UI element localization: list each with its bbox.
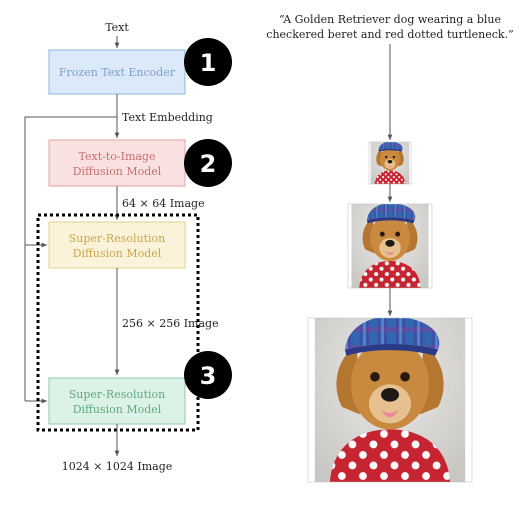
dog-image-1024 [307,317,473,483]
text-embedding-label: Text Embedding [122,111,213,124]
badge-3: 3 [184,351,232,399]
prompt-line-2: checkered beret and red dotted turtlenec… [266,28,513,41]
sr1-diffusion-model-line2: Diffusion Model [73,247,162,260]
badge-2: 2 [184,139,232,187]
base-output-label: 64 × 64 Image [122,197,205,210]
frozen-text-encoder-label: Frozen Text Encoder [59,66,176,79]
dog-image-256 [347,203,433,289]
dog-image-64 [368,141,412,185]
super-resolution-group-outline [36,213,200,432]
base-diffusion-model-line2: Diffusion Model [73,165,162,178]
badge-1: 1 [184,38,232,86]
sr2-diffusion-model-line1: Super-Resolution [69,388,165,401]
badge-2-number: 2 [200,150,217,178]
base-diffusion-model-line1: Text-to-Image [79,150,156,163]
sr2-diffusion-model-line2: Diffusion Model [73,403,162,416]
sr1-output-label: 256 × 256 Image [122,317,219,330]
prompt-line-1: “A Golden Retriever dog wearing a blue [279,13,501,26]
base-diffusion-model-box [48,139,186,187]
sr1-diffusion-model-box [48,221,186,269]
badge-1-number: 1 [200,49,217,77]
badge-3-number: 3 [200,362,217,390]
embedding-branch-line [24,116,117,401]
final-output-label: 1024 × 1024 Image [62,460,173,473]
sr2-diffusion-model-box [48,377,186,425]
sr1-diffusion-model-line1: Super-Resolution [69,232,165,245]
input-text-label: Text [105,21,129,34]
